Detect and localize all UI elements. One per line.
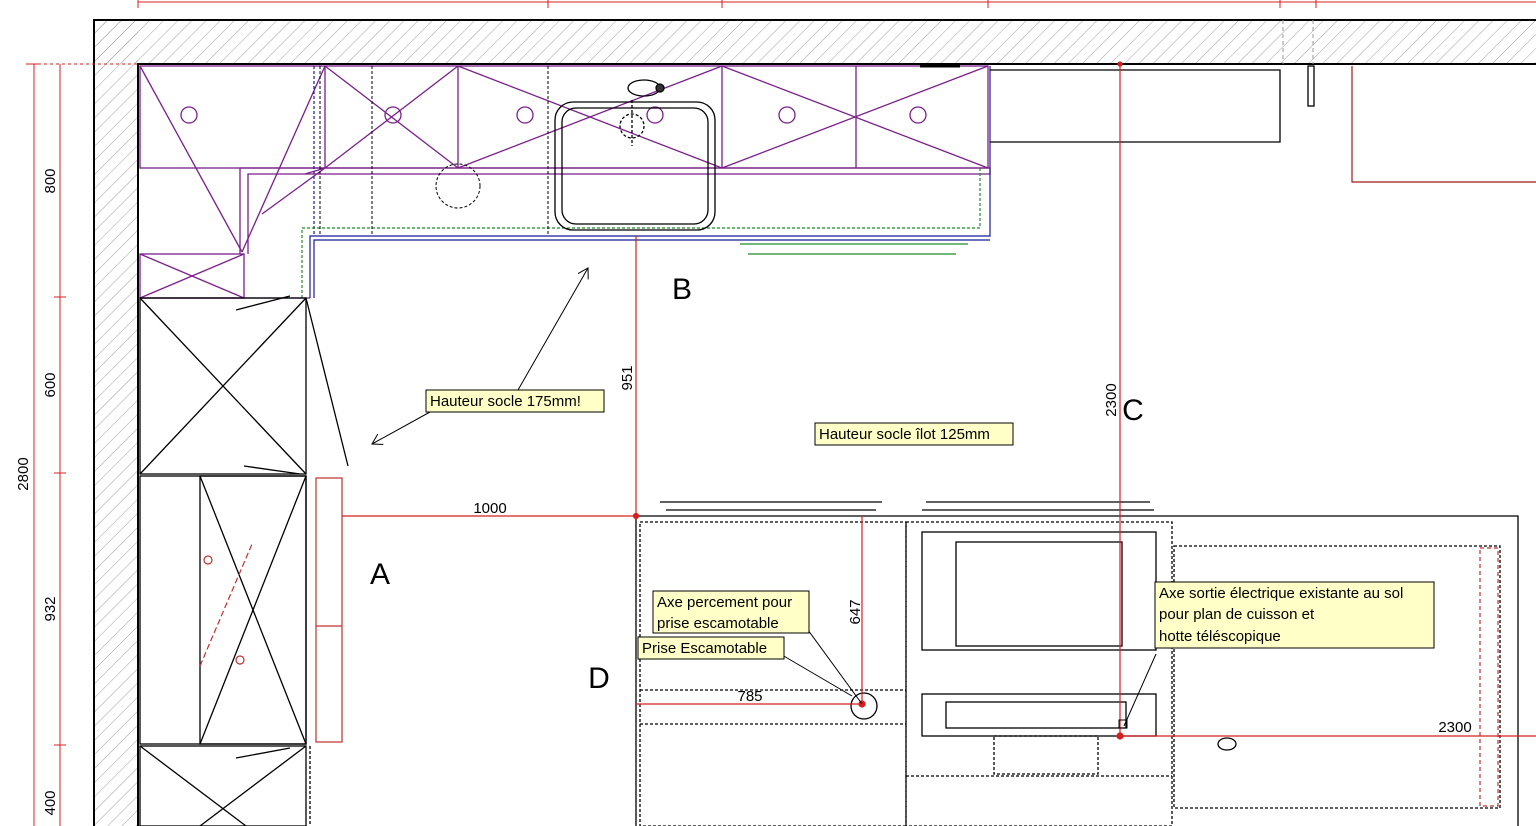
island-red-details [1479,547,1499,807]
dim-2800: 2800 [15,457,32,490]
wall-outline-outer [93,19,1536,826]
note-axe-sortie: Axe sortie électrique existante au sol p… [1154,581,1435,649]
dim-600: 600 [42,372,59,397]
leader-lines [372,268,1157,729]
island [635,501,1519,826]
zone-label-d: D [588,662,610,695]
dim-951: 951 [619,365,636,390]
dim-800: 800 [42,168,59,193]
top-right-red-outline [1351,66,1536,183]
counter-edge [309,66,991,298]
left-dimension-texts: 2800 800 600 932 400 [15,168,59,815]
dim-2300-horizontal: 2300 [1438,719,1471,736]
note-prise-escamotable: Prise Escamotable [637,636,785,660]
zone-label-c: C [1122,394,1144,427]
dim-1000: 1000 [473,500,506,517]
note-socle-ilot-text: Hauteur socle îlot 125mm [819,426,990,443]
zone-letters: A B C D [370,273,1144,695]
top-right-cabinet [920,64,1315,143]
sink [554,79,716,231]
left-tall-unit-red [199,477,343,743]
walls [93,19,1536,826]
note-axe-sortie-line1: Axe sortie électrique existante au sol [1159,585,1403,602]
plinth-lines [301,168,981,298]
zone-label-b: B [672,273,692,306]
left-wall [94,20,138,826]
top-cabinet-run [139,65,989,253]
zone-label-a: A [370,558,390,591]
dim-785: 785 [737,688,762,705]
note-socle-ilot: Hauteur socle îlot 125mm [814,422,1014,446]
wall-outline-inner [137,63,1536,826]
dim-400: 400 [42,790,59,815]
note-socle-175-text: Hauteur socle 175mm! [430,393,581,410]
interior-dimension-texts: 951 1000 2300 647 785 2300 [473,365,1471,736]
note-socle-175: Hauteur socle 175mm! [425,389,605,413]
note-axe-percement-line2: prise escamotable [657,615,779,632]
dim-647: 647 [847,599,864,624]
interior-dimensions [342,61,1536,740]
top-dimension-line [137,0,1536,8]
dim-932: 932 [42,596,59,621]
note-axe-sortie-line3: hotte téléscopique [1159,628,1281,645]
note-axe-percement-line1: Axe percement pour [657,594,792,611]
top-run-dashed-details [319,66,549,234]
dim-2300-vertical: 2300 [1103,383,1120,416]
left-dimension-lines [26,63,140,826]
note-axe-percement: Axe percement pour prise escamotable [652,590,810,634]
note-prise-escamotable-text: Prise Escamotable [642,640,767,657]
corner-cabinet [139,167,991,299]
top-wall [94,20,1536,64]
left-cabinet-run [139,295,349,826]
note-axe-sortie-line2: pour plan de cuisson et [1159,606,1315,623]
